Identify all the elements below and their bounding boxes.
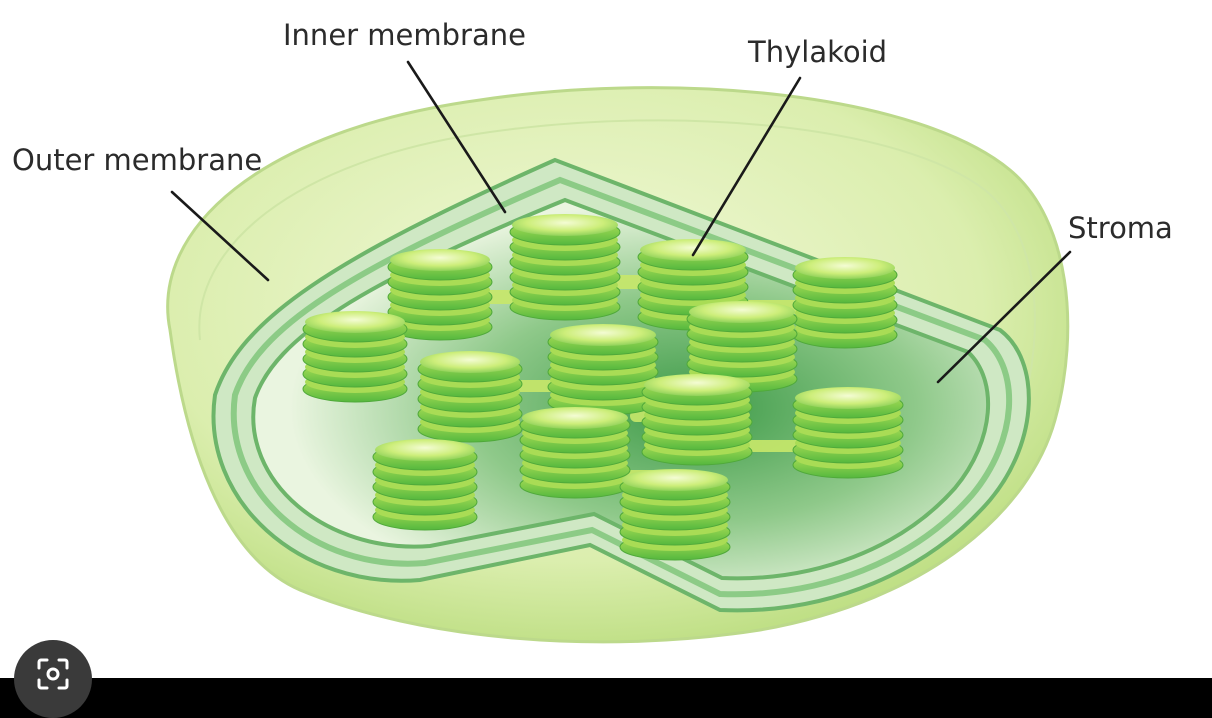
thylakoid-disc-top (522, 407, 628, 429)
thylakoid-stack (792, 387, 904, 479)
inner-membrane-leader (406, 60, 507, 214)
thylakoid-stack (417, 351, 523, 443)
outer-membrane-leader (170, 190, 270, 282)
thylakoid-disc-top (390, 249, 490, 271)
label-thylakoid: Thylakoid (747, 35, 887, 69)
thylakoid-stack (372, 439, 478, 531)
stroma-leader (936, 250, 1072, 384)
lens-search-button[interactable] (14, 640, 92, 718)
diagram-canvas: Inner membrane Thylakoid Outer membrane … (0, 0, 1212, 678)
chloroplast-diagram: Inner membrane Thylakoid Outer membrane … (0, 0, 1212, 678)
thylakoid-disc-top (644, 374, 750, 396)
thylakoid-disc-top (550, 324, 656, 346)
thylakoid-disc-top (305, 311, 405, 333)
thylakoid-stack (547, 324, 659, 416)
thylakoid-disc-top (622, 469, 728, 491)
thylakoid-stack (302, 311, 408, 403)
thylakoid-disc-top (689, 301, 795, 323)
thylakoid-disc-top (512, 214, 618, 236)
thylakoid-stack (387, 249, 493, 341)
lens-search-icon (37, 658, 69, 690)
thylakoid-disc-top (795, 257, 895, 279)
thylakoid-stack (509, 214, 621, 321)
thylakoid-disc-top (420, 351, 520, 373)
thylakoid-stack (792, 257, 898, 349)
thylakoid-disc-top (795, 387, 901, 409)
label-stroma: Stroma (1068, 211, 1173, 245)
thylakoid-stack (619, 469, 731, 561)
thylakoid-stack (519, 407, 631, 499)
leader-lines (170, 60, 1072, 384)
thylakoid-stack (641, 374, 753, 466)
thylakoid-leader (691, 76, 802, 257)
thylakoid-disc-top (375, 439, 475, 461)
thylakoid-disc-top (640, 239, 746, 261)
grana-stacks (302, 214, 904, 561)
label-outer-membrane: Outer membrane (12, 143, 262, 177)
label-inner-membrane: Inner membrane (283, 18, 526, 52)
